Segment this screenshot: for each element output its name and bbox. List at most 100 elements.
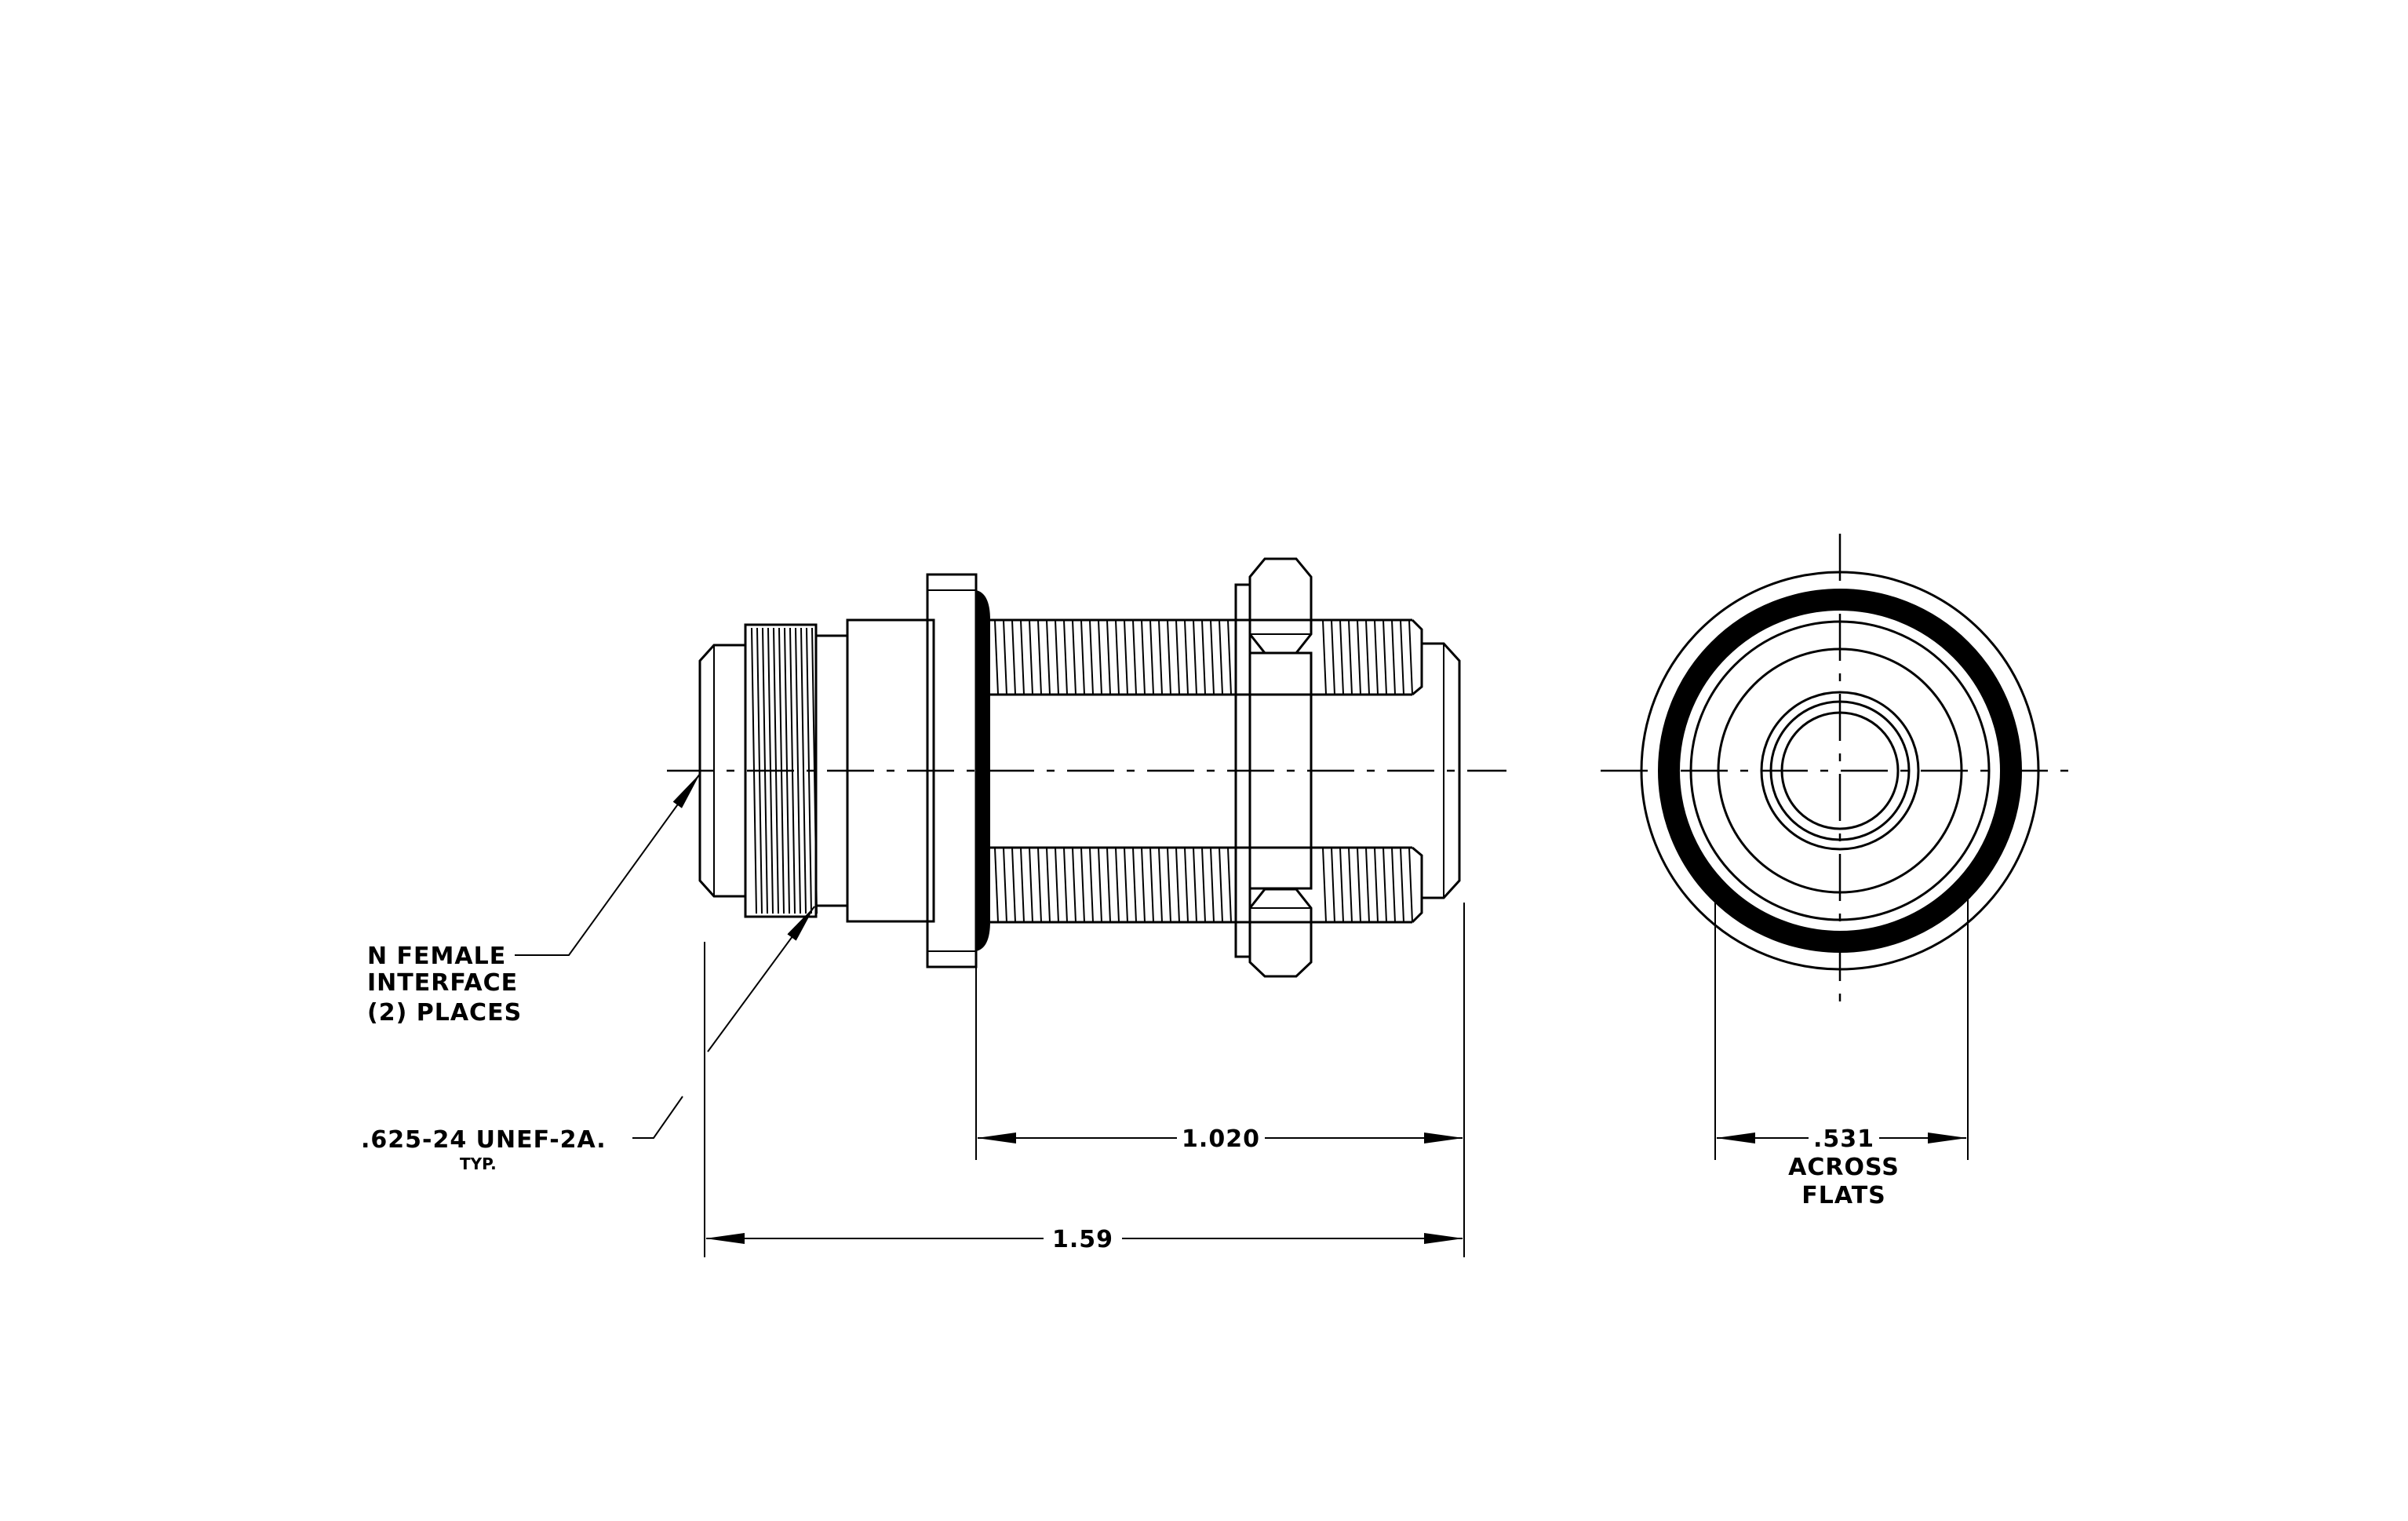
thread-line	[1106, 847, 1111, 923]
thread-line	[1080, 847, 1085, 923]
thread-line	[1055, 619, 1059, 695]
rear-thread-bottom-lines	[994, 847, 1413, 923]
thread-line	[1063, 619, 1068, 695]
across-flats-line1: ACROSS	[1788, 1154, 1900, 1181]
thread-line	[1106, 619, 1111, 695]
thread-line	[1348, 619, 1353, 695]
thread-line	[756, 627, 763, 914]
thread-line	[1089, 619, 1094, 695]
thread-line	[1080, 619, 1085, 695]
thread-line	[1175, 619, 1180, 695]
thread-line	[784, 627, 790, 914]
end-view	[1601, 534, 2079, 1005]
thread-line	[1339, 619, 1344, 695]
thread-line	[1391, 619, 1396, 695]
thread-line	[1184, 619, 1189, 695]
hex-nut	[1234, 557, 1313, 978]
thread-line	[1193, 847, 1197, 923]
thread-line	[1115, 619, 1120, 695]
thread-line	[773, 627, 779, 914]
thread-line	[1391, 847, 1396, 923]
thread-line	[778, 627, 785, 914]
thread-line	[1098, 619, 1102, 695]
thread-line	[1020, 619, 1025, 695]
rear-thread-top-lines	[994, 619, 1413, 695]
thread-line	[1011, 619, 1016, 695]
interface-callout-line3: (2) PLACES	[367, 999, 522, 1027]
thread-line	[1003, 619, 1007, 695]
thread-line	[1115, 847, 1120, 923]
thread-line	[1046, 847, 1051, 923]
thread-line	[1339, 847, 1344, 923]
thread-line	[1141, 847, 1146, 923]
thread-line	[1374, 847, 1379, 923]
thread-line	[1158, 847, 1163, 923]
callout-text: N FEMALE INTERFACE (2) PLACES .625-24 UN…	[361, 943, 1900, 1253]
thread-line	[1322, 619, 1327, 695]
thread-line	[1357, 619, 1361, 695]
left-interface	[698, 618, 935, 923]
thread-line	[1029, 847, 1033, 923]
thread-line	[1149, 619, 1154, 695]
left-thread-lines	[751, 627, 818, 914]
thread-line	[1149, 847, 1154, 923]
dim-531-label: .531	[1813, 1125, 1874, 1153]
thread-line	[1210, 619, 1215, 695]
thread-typ-note: TYP.	[460, 1154, 497, 1173]
thread-line	[1219, 847, 1223, 923]
thread-line	[767, 627, 774, 914]
thread-line	[1175, 847, 1180, 923]
thread-line	[1037, 847, 1042, 923]
dimension-lines	[704, 887, 1969, 1257]
rear-thread	[990, 618, 1413, 924]
thread-line	[1167, 619, 1171, 695]
thread-line	[1124, 847, 1128, 923]
thread-line	[1357, 847, 1361, 923]
thread-line	[1037, 619, 1042, 695]
thread-line	[751, 627, 757, 914]
thread-line	[1029, 619, 1033, 695]
thread-line	[1132, 847, 1137, 923]
thread-line	[1158, 619, 1163, 695]
thread-line	[1400, 619, 1404, 695]
thread-line	[1322, 847, 1327, 923]
thread-line	[1141, 619, 1146, 695]
thread-line	[795, 627, 801, 914]
thread-line	[1365, 847, 1370, 923]
thread-line	[1201, 847, 1206, 923]
flange	[926, 573, 990, 968]
interface-callout-line2: INTERFACE	[367, 969, 518, 997]
thread-line	[1072, 847, 1076, 923]
thread-line	[1210, 847, 1215, 923]
thread-line	[1400, 847, 1404, 923]
thread-line	[789, 627, 796, 914]
leader-lines	[515, 773, 815, 1139]
thread-line	[1193, 619, 1197, 695]
thread-line	[1184, 847, 1189, 923]
thread-line	[1167, 847, 1171, 923]
thread-line	[1408, 619, 1413, 695]
thread-line	[1011, 847, 1016, 923]
thread-line	[800, 627, 807, 914]
thread-line	[1003, 847, 1007, 923]
thread-line	[1227, 847, 1232, 923]
thread-line	[1063, 847, 1068, 923]
thread-line	[994, 619, 999, 695]
thread-line	[806, 627, 812, 914]
across-flats-line2: FLATS	[1801, 1182, 1886, 1209]
thread-line	[1227, 619, 1232, 695]
thread-line	[1374, 619, 1379, 695]
thread-line	[1383, 619, 1387, 695]
thread-line	[1348, 847, 1353, 923]
interface-callout-line1: N FEMALE	[367, 943, 506, 970]
thread-line	[1219, 619, 1223, 695]
thread-line	[1020, 847, 1025, 923]
thread-line	[1089, 847, 1094, 923]
side-view	[667, 557, 1506, 978]
thread-line	[1383, 847, 1387, 923]
thread-line	[1046, 619, 1051, 695]
thread-line	[1072, 619, 1076, 695]
thread-line	[1201, 619, 1206, 695]
thread-line	[1365, 619, 1370, 695]
